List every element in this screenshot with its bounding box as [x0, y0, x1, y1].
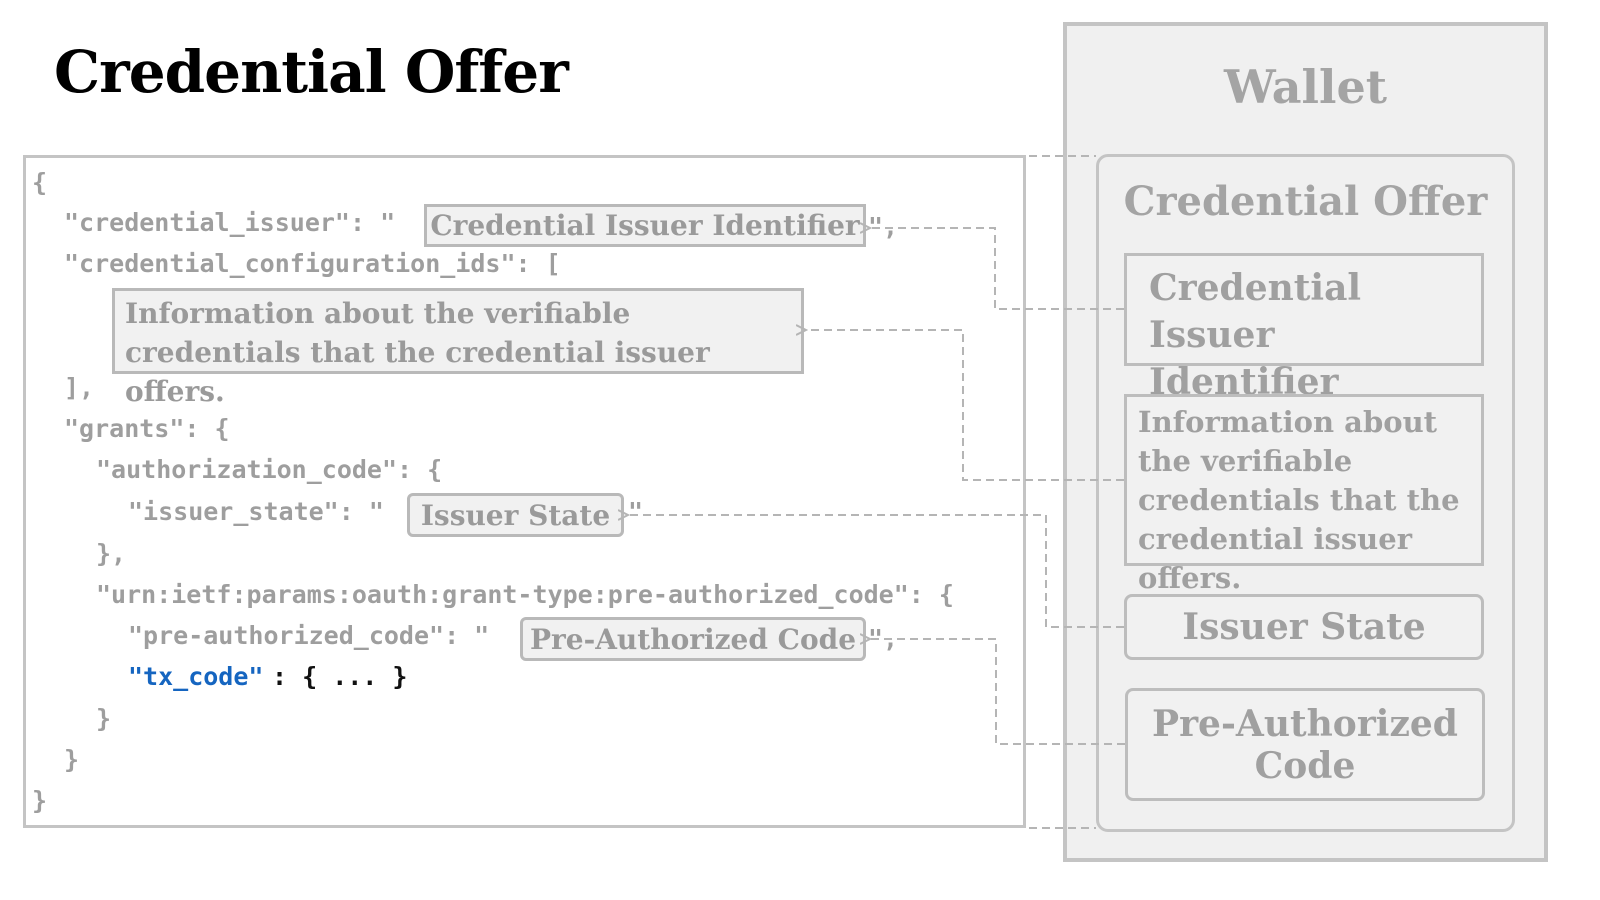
code-grants-close: } [64, 745, 80, 774]
code-close-bracket: ], [64, 373, 95, 402]
wallet-title: Wallet [1224, 60, 1387, 114]
code-issuer-key: "credential_issuer": " [64, 208, 396, 237]
wallet-credential-info-label: Information about the verifiable credent… [1138, 405, 1460, 595]
placeholder-pre-authorized-code: Pre-Authorized Code [520, 617, 866, 661]
placeholder-credential-info: Information about the verifiable credent… [112, 288, 804, 408]
code-auth-key: "authorization_code": { [96, 455, 443, 484]
wallet-credential-info-box: Information about the verifiable credent… [1124, 394, 1484, 595]
code-issuer-state-tail: " [628, 497, 644, 526]
wallet-pre-authorized-code-label: Pre-Authorized Code [1152, 703, 1458, 787]
code-preauth-key: "pre-authorized_code": " [128, 621, 490, 650]
connector-pre-authorized-code [870, 639, 1125, 745]
connector-issuer-identifier [870, 228, 1124, 310]
code-tx-code-key: "tx_code" [128, 662, 264, 691]
wallet-credential-offer-title: Credential Offer [1123, 178, 1488, 225]
code-issuer-state-key: "issuer_state": " [128, 497, 384, 526]
code-grants-key: "grants": { [64, 414, 230, 443]
code-tx-code-value: : { ... } [272, 662, 408, 691]
code-panel [23, 155, 1026, 828]
code-open-brace: { [32, 168, 48, 197]
wallet-issuer-state-box: Issuer State [1124, 594, 1484, 660]
code-preauth-grant-key: "urn:ietf:params:oauth:grant-type:pre-au… [96, 580, 954, 609]
code-issuer-tail: ", [868, 212, 899, 241]
placeholder-issuer-identifier: Credential Issuer Identifier [424, 204, 866, 247]
placeholder-issuer-state: Issuer State [407, 493, 624, 537]
code-outer-close: } [32, 786, 48, 815]
code-auth-close: }, [96, 539, 127, 568]
code-inner-close: } [96, 704, 112, 733]
wallet-pre-authorized-code-box: Pre-Authorized Code [1125, 688, 1485, 801]
code-config-key: "credential_configuration_ids": [ [64, 249, 561, 278]
wallet-issuer-state-label: Issuer State [1182, 606, 1426, 648]
page-title: Credential Offer [54, 38, 569, 106]
connector-issuer-state [628, 515, 1124, 628]
connector-credential-info [806, 330, 1124, 481]
